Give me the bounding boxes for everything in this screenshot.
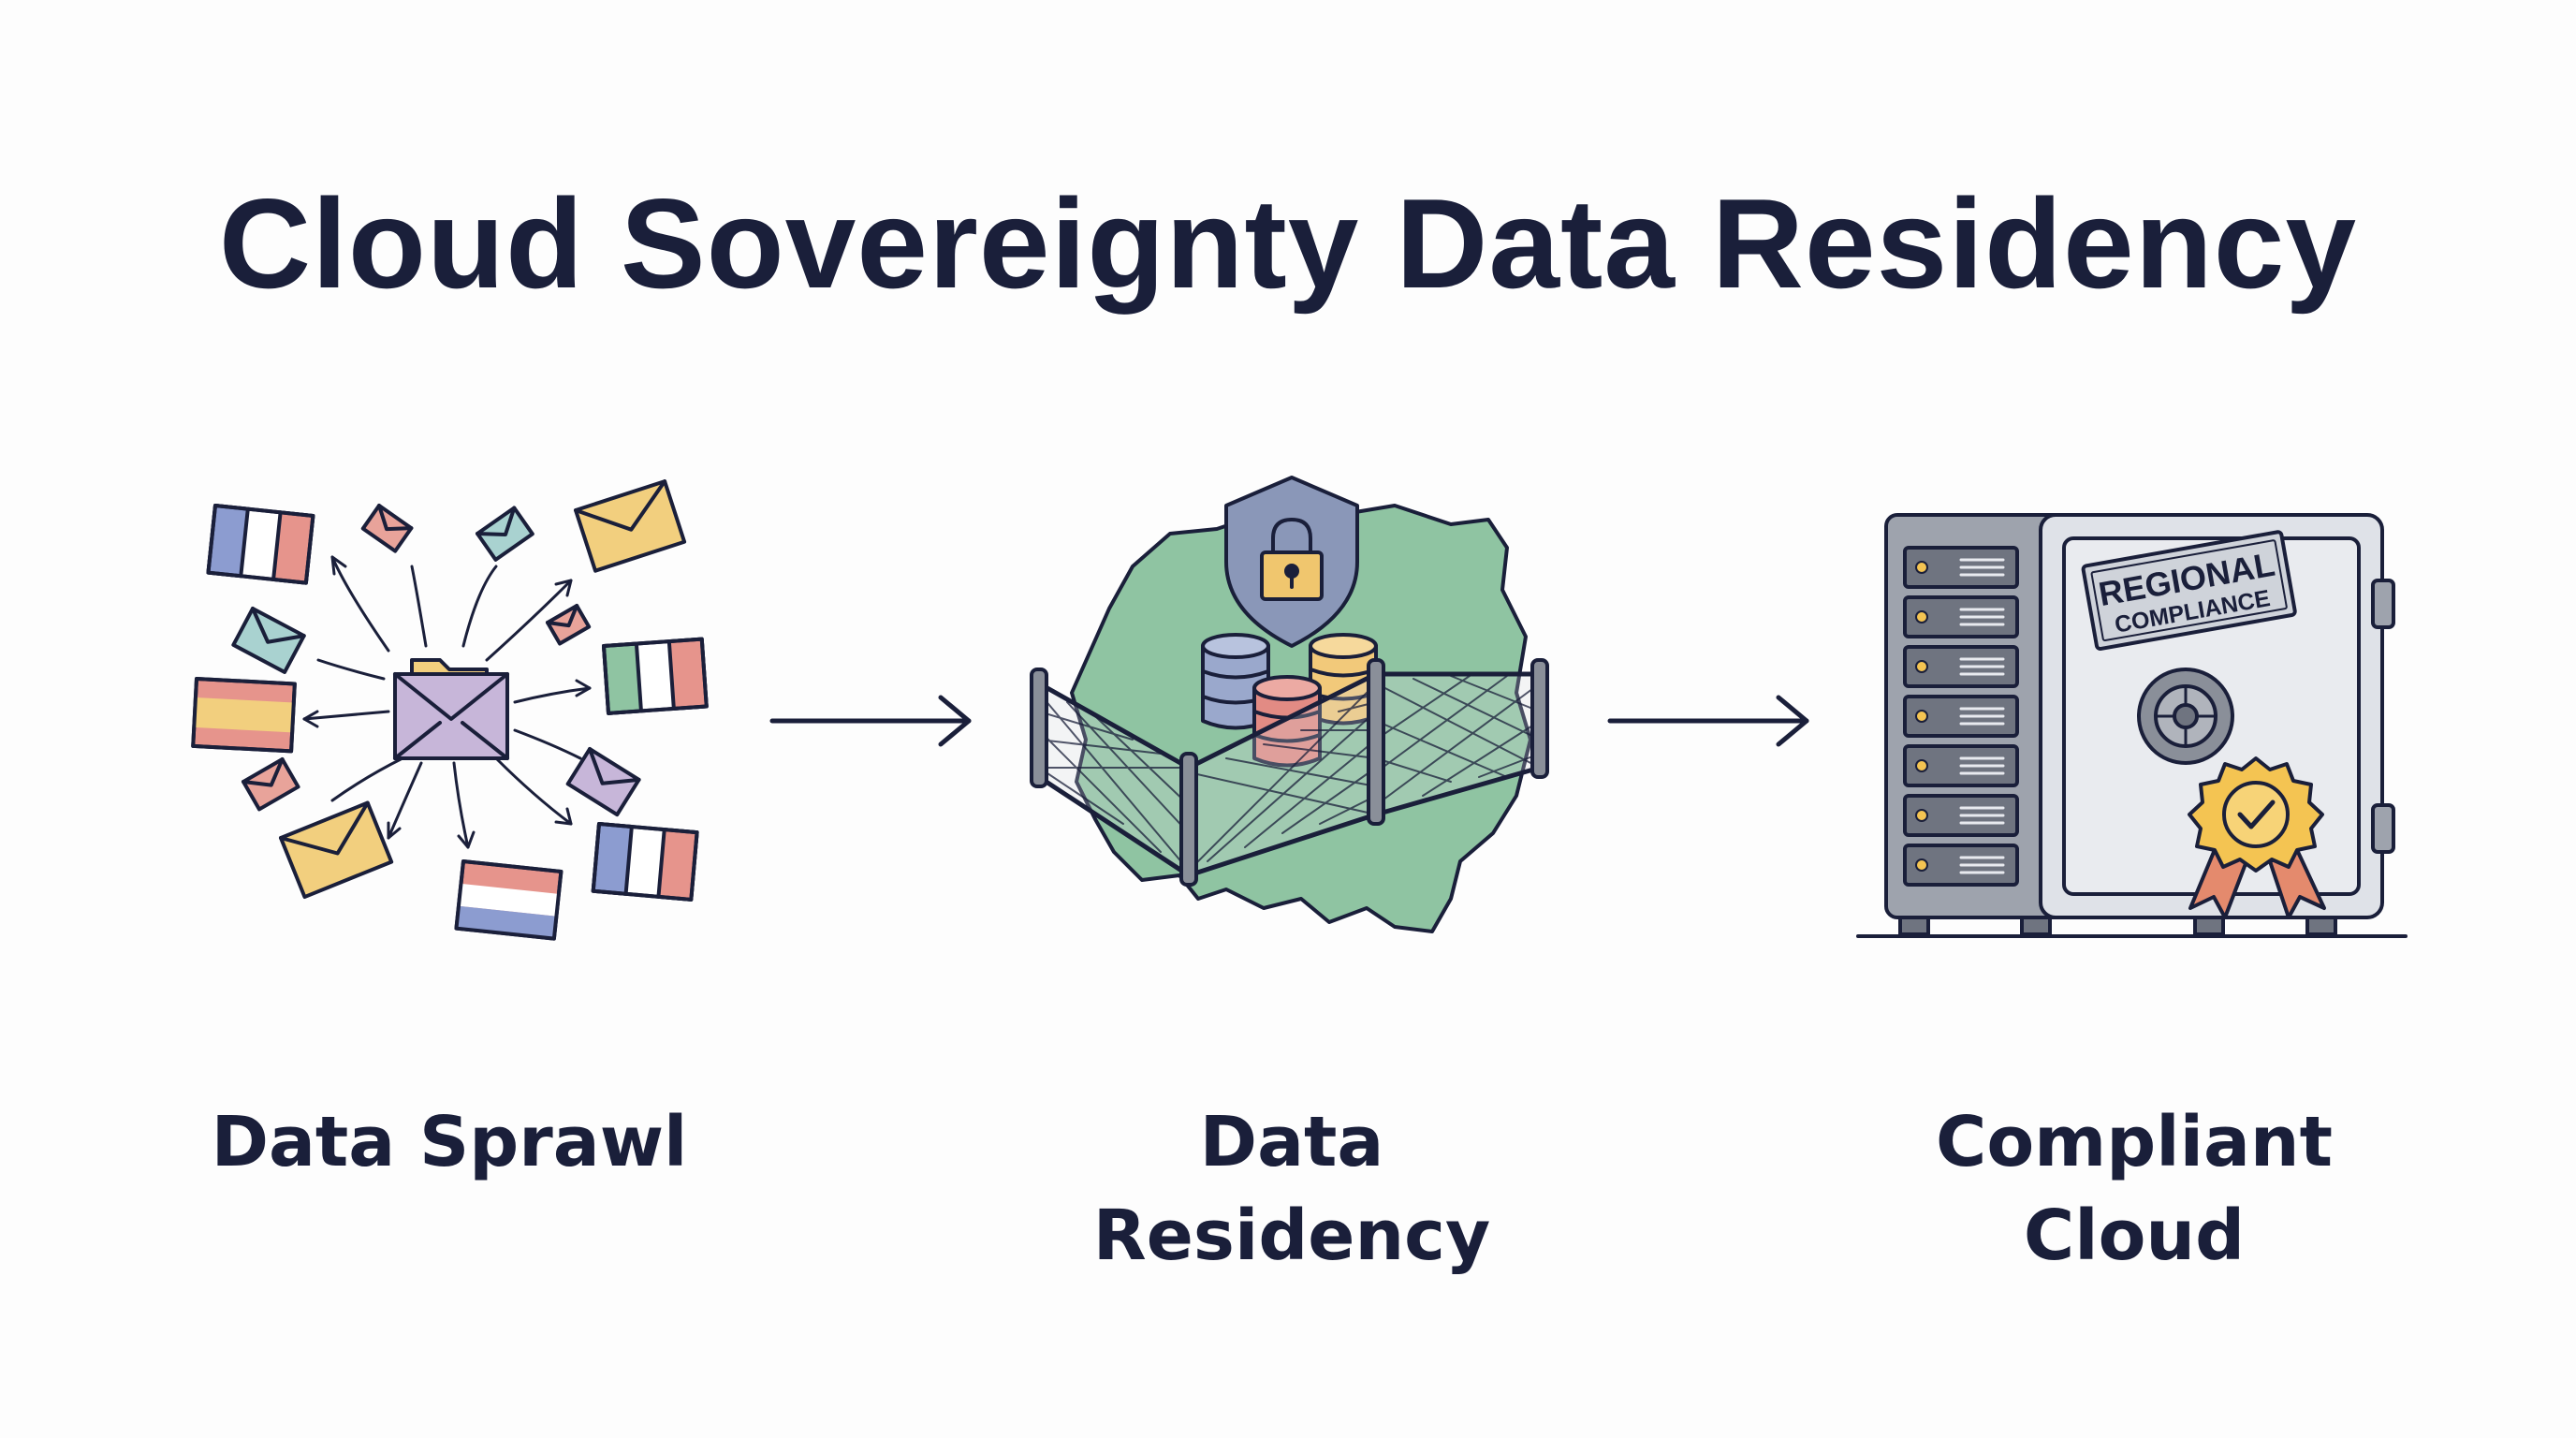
compliance-stamp bbox=[2081, 530, 2297, 651]
envelope-icon bbox=[279, 800, 394, 900]
envelope-icon bbox=[574, 479, 687, 573]
page-title: Cloud Sovereignty Data Residency bbox=[218, 172, 2358, 315]
flag-france-icon bbox=[591, 822, 699, 902]
envelope-icon bbox=[565, 747, 641, 817]
envelope-icon bbox=[242, 757, 300, 812]
envelope-icon bbox=[360, 504, 414, 553]
flow-arrow-icon bbox=[1607, 695, 1809, 747]
flag-france-icon bbox=[206, 504, 315, 585]
step-label-data-sprawl: Data Sprawl bbox=[211, 1102, 688, 1182]
shield-icon bbox=[1224, 476, 1359, 648]
step-label-data-residency: Data Residency bbox=[1092, 1102, 1491, 1276]
flag-italy-icon bbox=[602, 637, 709, 715]
flag-netherlands-icon bbox=[454, 859, 564, 941]
envelope-icon bbox=[476, 506, 534, 562]
envelope-icon bbox=[231, 607, 306, 674]
database-icon bbox=[1201, 633, 1270, 730]
flag-spain-icon bbox=[191, 677, 297, 754]
envelope-icon bbox=[546, 604, 592, 646]
vault-dial-icon bbox=[2137, 668, 2234, 765]
flow-arrow-icon bbox=[769, 695, 972, 747]
fence-icon bbox=[1030, 658, 1549, 887]
dispersal-arrows bbox=[302, 555, 592, 849]
lock-icon bbox=[1260, 518, 1324, 601]
server-rack-icon bbox=[1884, 513, 2075, 919]
server-vault-icon: REGIONAL COMPLIANCE bbox=[1856, 513, 2408, 938]
step-label-compliant-cloud: Compliant Cloud bbox=[1936, 1102, 2333, 1276]
fenced-region-icon bbox=[1030, 476, 1549, 933]
certification-badge-icon bbox=[2188, 756, 2326, 919]
scattered-data-icon bbox=[191, 479, 709, 941]
folder-envelope-icon bbox=[393, 658, 509, 760]
